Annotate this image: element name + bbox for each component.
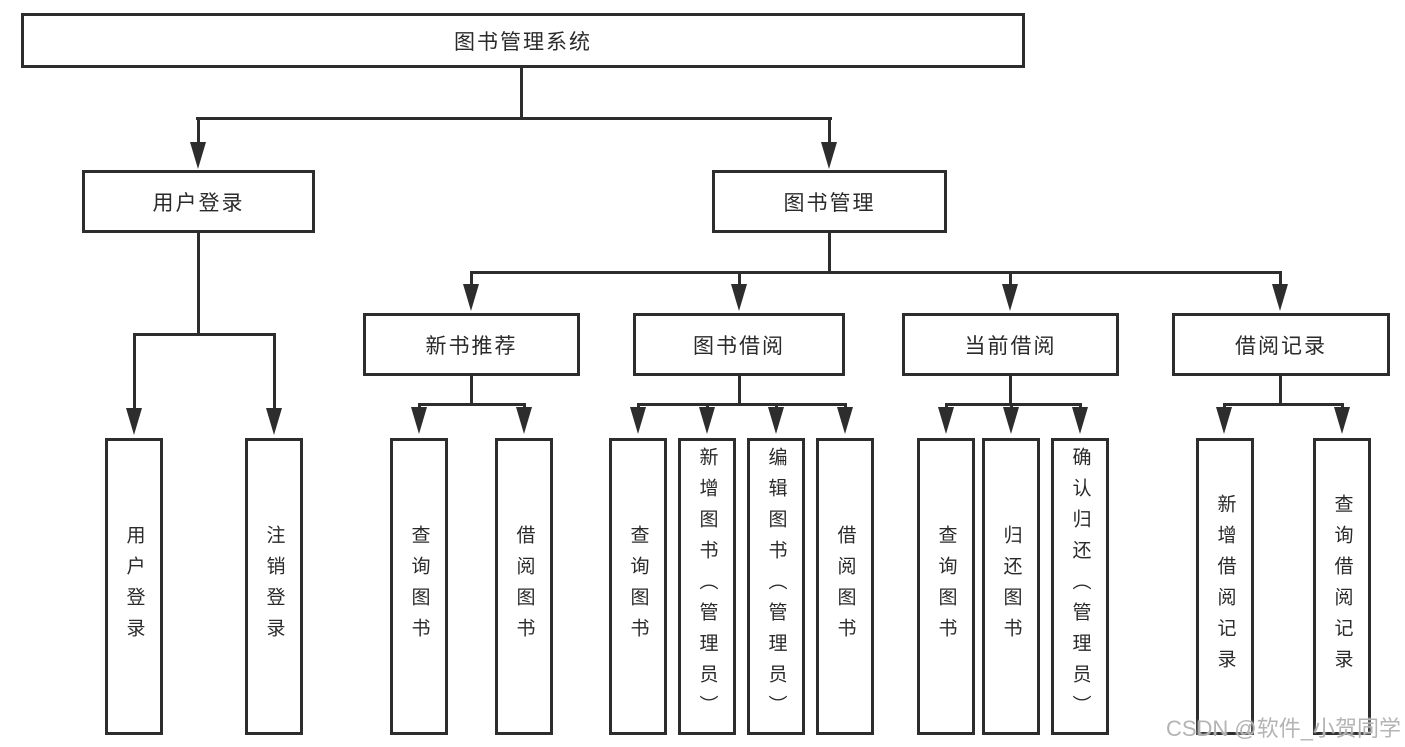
node-borrow-record-label: 借阅记录 [1235,334,1327,358]
leaf-query-books-current: 查询图书 [917,438,975,735]
leaf-query-borrow-record: 查询借阅记录 [1313,438,1371,735]
connector-line [1008,374,1012,406]
leaf-confirm-return-admin: 确认归还（管理员） [1051,438,1109,735]
arrowhead-down-icon [410,407,427,434]
connector-line [196,117,200,145]
leaf-add-borrow-record: 新增借阅记录 [1196,438,1254,735]
csdn-watermark: CSDN @软件_小贺同学 [1165,716,1401,741]
node-book-management: 图书管理 [712,170,947,233]
connector-line [1278,374,1282,406]
node-root-label: 图书管理系统 [454,30,592,54]
node-current-borrow: 当前借阅 [902,313,1119,376]
connector-line [196,231,200,335]
arrowhead-down-icon [937,407,954,434]
leaf-label: 借阅图书 [834,524,856,649]
arrowhead-down-icon [1271,284,1288,311]
arrowhead-down-icon [125,408,142,435]
arrowhead-down-icon [698,407,715,434]
connector-line [469,271,473,285]
leaf-label: 新增借阅记录 [1214,493,1236,680]
connector-line [737,374,741,406]
leaf-label: 注销登录 [263,524,285,649]
connector-line [469,374,473,406]
arrowhead-down-icon [629,407,646,434]
leaf-label: 归还图书 [1000,524,1022,649]
leaf-label: 确认归还（管理员） [1069,447,1091,726]
arrowhead-down-icon [1215,407,1232,434]
leaf-edit-books-admin: 编辑图书（管理员） [747,438,805,735]
leaf-label: 借阅图书 [513,524,535,649]
connector-line [272,333,276,409]
leaf-user-login: 用户登录 [105,438,163,735]
arrowhead-down-icon [1001,284,1018,311]
connector-line [132,333,276,336]
leaf-query-books-borrow: 查询图书 [609,438,667,735]
node-book-borrow: 图书借阅 [633,313,845,376]
connector-line [737,271,741,285]
connector-line [1222,403,1344,406]
node-root: 图书管理系统 [21,13,1025,68]
node-new-book-recommend: 新书推荐 [363,313,580,376]
arrowhead-down-icon [767,407,784,434]
node-book-borrow-label: 图书借阅 [693,334,785,358]
arrowhead-down-icon [462,284,479,311]
connector-line [132,333,136,409]
leaf-label: 编辑图书（管理员） [765,447,787,726]
arrowhead-down-icon [515,407,532,434]
node-borrow-record: 借阅记录 [1172,313,1390,376]
arrowhead-down-icon [1333,407,1350,434]
connector-line [196,117,832,120]
leaf-return-books: 归还图书 [982,438,1040,735]
arrowhead-down-icon [1071,407,1088,434]
node-book-management-label: 图书管理 [783,191,876,215]
node-current-borrow-label: 当前借阅 [964,334,1057,358]
leaf-borrow-books-recommend: 借阅图书 [495,438,553,735]
leaf-label: 查询借阅记录 [1331,493,1353,680]
arrowhead-down-icon [265,408,282,435]
connector-line [827,231,831,274]
connector-line [636,403,847,406]
leaf-label: 查询图书 [408,524,430,649]
leaf-borrow-books: 借阅图书 [816,438,874,735]
leaf-label: 查询图书 [935,524,957,649]
node-new-book-recommend-label: 新书推荐 [425,334,518,358]
arrowhead-down-icon [820,142,837,169]
leaf-label: 用户登录 [123,524,145,649]
connector-line [944,403,1082,406]
connector-line [417,403,526,406]
leaf-logout: 注销登录 [245,438,303,735]
connector-line [1278,271,1282,285]
arrowhead-down-icon [1002,407,1019,434]
leaf-label: 查询图书 [627,524,649,649]
leaf-label: 新增图书（管理员） [696,447,718,726]
node-user-login-label: 用户登录 [152,191,245,215]
connector-line [827,117,831,145]
connector-line [1008,271,1012,285]
leaf-query-books-recommend: 查询图书 [390,438,448,735]
leaf-add-books-admin: 新增图书（管理员） [678,438,736,735]
node-user-login: 用户登录 [82,170,315,233]
arrowhead-down-icon [730,284,747,311]
arrowhead-down-icon [836,407,853,434]
connector-line [520,66,523,119]
arrowhead-down-icon [189,142,206,169]
connector-line [469,271,1282,274]
